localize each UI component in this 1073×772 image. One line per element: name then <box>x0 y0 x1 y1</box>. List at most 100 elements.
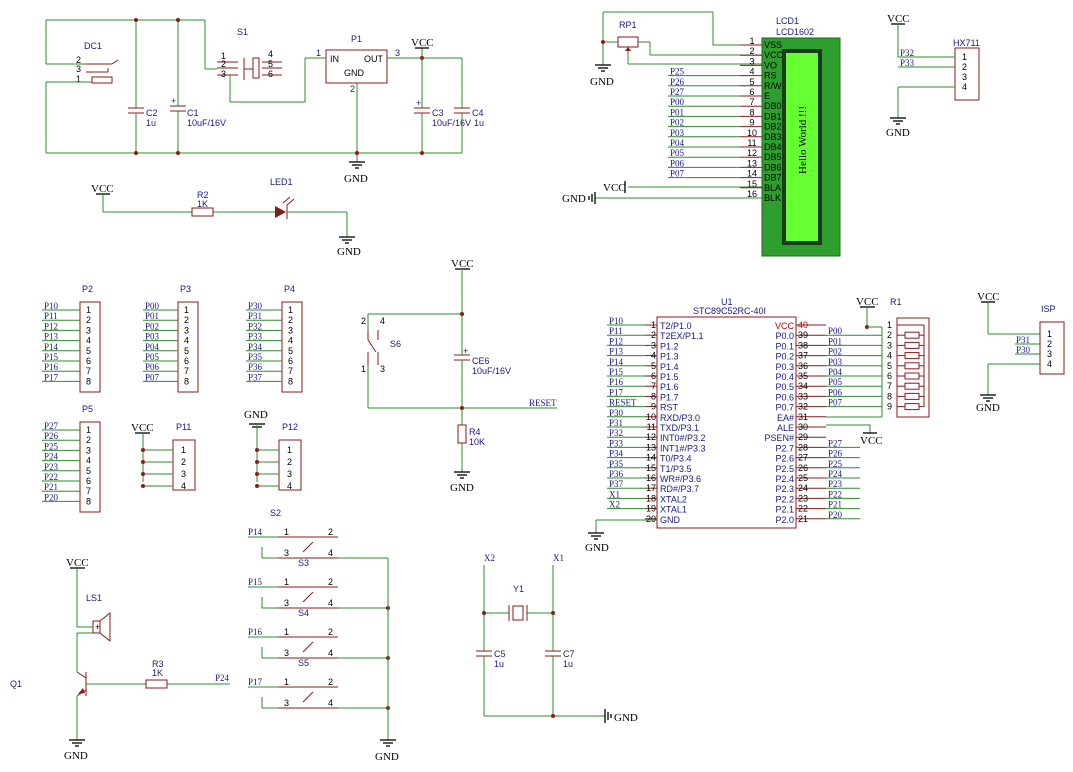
lcd-pin-name: DB2 <box>764 122 782 132</box>
lcd-pin-number: 1 <box>749 36 754 46</box>
svg-text:R2: R2 <box>197 190 209 200</box>
svg-text:1K: 1K <box>197 199 208 209</box>
svg-text:4: 4 <box>328 698 333 708</box>
lcd-pin-number: 6 <box>749 87 754 97</box>
pin-number: 4 <box>887 351 892 361</box>
reset-circuit: VCC S6 2 4 1 3 + CE6 10uF/16V RESET R4 1… <box>361 258 557 494</box>
pin-function: PSEN# <box>764 433 794 443</box>
lcd-pin-name: VO <box>764 60 777 70</box>
pin-function: P1.5 <box>660 372 679 382</box>
pin-number: 4 <box>287 481 292 491</box>
svg-text:2: 2 <box>328 677 333 687</box>
net-label: P26 <box>670 77 685 87</box>
svg-text:1u: 1u <box>494 659 504 669</box>
pin-number: 11 <box>647 422 656 432</box>
pin-number: 3 <box>287 469 292 479</box>
pin-number: 28 <box>798 442 808 452</box>
pin-number: 1 <box>651 320 656 330</box>
net-label: P13 <box>44 332 59 342</box>
svg-text:S2: S2 <box>270 508 281 518</box>
gnd-symbol <box>349 161 365 169</box>
svg-text:+: + <box>171 96 176 106</box>
pin-function: P0.0 <box>775 331 794 341</box>
net-label: P36 <box>609 469 624 479</box>
pin-function: TXD/P3.1 <box>660 423 699 433</box>
pin-function: P0.4 <box>775 372 794 382</box>
pin-function: XTAL2 <box>660 494 687 504</box>
svg-text:C2: C2 <box>146 108 158 118</box>
lcd-pin-number: 2 <box>749 46 754 56</box>
pin-number: 7 <box>288 366 293 376</box>
net-label: P33 <box>248 332 263 342</box>
svg-text:3: 3 <box>221 69 226 79</box>
net-label: P02 <box>828 347 842 357</box>
svg-text:VCC: VCC <box>860 435 883 447</box>
svg-text:VCC: VCC <box>856 296 879 308</box>
pin-function: RXD/P3.0 <box>660 413 700 423</box>
lcd-pin-number: 11 <box>747 138 756 148</box>
pin-function: P0.2 <box>775 352 794 362</box>
net-label: P30 <box>609 408 624 418</box>
lcd-pin-number: 9 <box>749 118 754 128</box>
svg-text:10uF/16V: 10uF/16V <box>187 118 226 128</box>
pin-number: 9 <box>887 402 892 412</box>
connector-ref: P4 <box>284 284 295 294</box>
r3-resistor <box>145 679 168 689</box>
net-label: P06 <box>828 387 843 397</box>
svg-text:C4: C4 <box>472 108 484 118</box>
svg-text:RESET: RESET <box>529 398 557 408</box>
pin-function: P0.6 <box>775 392 794 402</box>
net-label: P37 <box>248 372 263 382</box>
svg-text:+: + <box>463 346 468 356</box>
pin-number: 40 <box>798 320 808 330</box>
pin-number: 4 <box>1047 359 1052 369</box>
svg-text:X1: X1 <box>553 553 564 563</box>
svg-text:+: + <box>95 622 100 632</box>
power-section: DC1 2 3 1 C2 1u + C1 10uF/16V S1 <box>45 18 484 185</box>
net-label: P13 <box>609 347 624 357</box>
lcd-pin-name: R/W <box>764 81 782 91</box>
net-label: P01 <box>670 107 684 117</box>
pin-number: 5 <box>887 361 892 371</box>
net-label: P34 <box>248 342 263 352</box>
pin-number: 8 <box>86 496 91 506</box>
svg-text:VCC: VCC <box>411 37 434 49</box>
net-label: P05 <box>145 352 160 362</box>
svg-text:10uF/16V: 10uF/16V <box>472 366 511 376</box>
pin-number: 15 <box>646 463 656 473</box>
lcd-pin-number: 8 <box>749 107 754 117</box>
net-label: P35 <box>609 459 624 469</box>
pin-function: P1.3 <box>660 352 679 362</box>
pin-number: 4 <box>288 336 293 346</box>
svg-text:6: 6 <box>268 69 273 79</box>
svg-text:GND: GND <box>344 68 365 78</box>
pin-number: 4 <box>651 351 656 361</box>
net-label: P10 <box>44 301 59 311</box>
svg-text:4: 4 <box>380 316 385 326</box>
svg-text:OUT: OUT <box>364 54 384 64</box>
svg-text:2: 2 <box>328 627 333 637</box>
pin-number: 3 <box>651 340 656 350</box>
net-label: P14 <box>609 357 624 367</box>
net-label: P16 <box>609 377 624 387</box>
pin-number: 36 <box>798 361 808 371</box>
pin-number: 8 <box>288 376 293 386</box>
svg-text:GND: GND <box>590 76 614 88</box>
svg-text:2: 2 <box>350 84 355 94</box>
net-label: P17 <box>44 372 59 382</box>
svg-text:GND: GND <box>244 409 268 421</box>
lcd-pin-number: 12 <box>747 148 757 158</box>
pin-function: P0.3 <box>775 362 794 372</box>
pin-number: 12 <box>646 432 656 442</box>
pin-function: P1.7 <box>660 392 679 402</box>
net-label: P16 <box>44 362 59 372</box>
svg-text:LCD1: LCD1 <box>776 16 799 26</box>
pin-number: 16 <box>646 473 656 483</box>
svg-text:VCC: VCC <box>91 183 114 195</box>
s1-switch: S1 1 2 3 4 5 6 <box>204 20 306 103</box>
led-section: VCC R2 1K LED1 GND <box>91 177 361 258</box>
connector-ref: P5 <box>82 404 93 414</box>
net-label: P21 <box>828 500 842 510</box>
